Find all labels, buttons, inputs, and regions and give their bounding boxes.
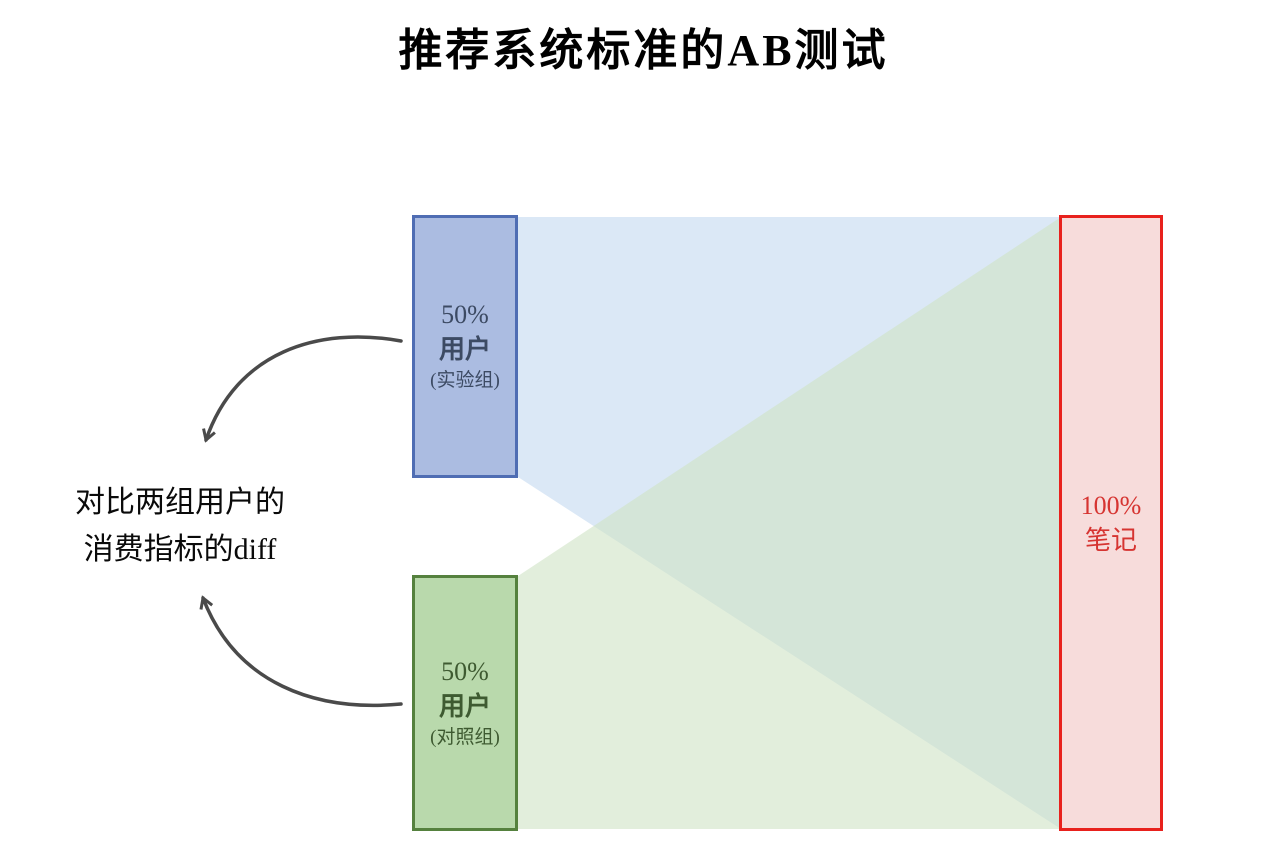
comparison-annotation: 对比两组用户的 消费指标的diff <box>15 480 345 573</box>
experiment-group-label: 用户 <box>438 335 491 365</box>
control-group-label: 用户 <box>438 691 491 721</box>
control-group-sublabel: (对照组) <box>430 726 500 748</box>
diagram-title: 推荐系统标准的AB测试 <box>398 26 889 75</box>
flow-control-to-notes <box>518 217 1061 829</box>
control-group-box: 50% 用户 (对照组) <box>412 575 518 831</box>
notes-percent: 100% <box>1080 490 1142 520</box>
comparison-annotation-line2: 消费指标的diff <box>83 532 277 566</box>
control-group-percent: 50% <box>441 656 489 686</box>
arrow-control-to-annotation <box>199 595 403 708</box>
arrow-experiment-to-annotation <box>202 335 403 443</box>
notes-box: 100% 笔记 <box>1059 215 1163 831</box>
experiment-group-box: 50% 用户 (实验组) <box>412 215 518 478</box>
experiment-group-percent: 50% <box>441 300 489 330</box>
experiment-group-sublabel: (实验组) <box>430 370 500 392</box>
notes-label: 笔记 <box>1084 526 1137 555</box>
comparison-annotation-line1: 对比两组用户的 <box>75 486 285 519</box>
